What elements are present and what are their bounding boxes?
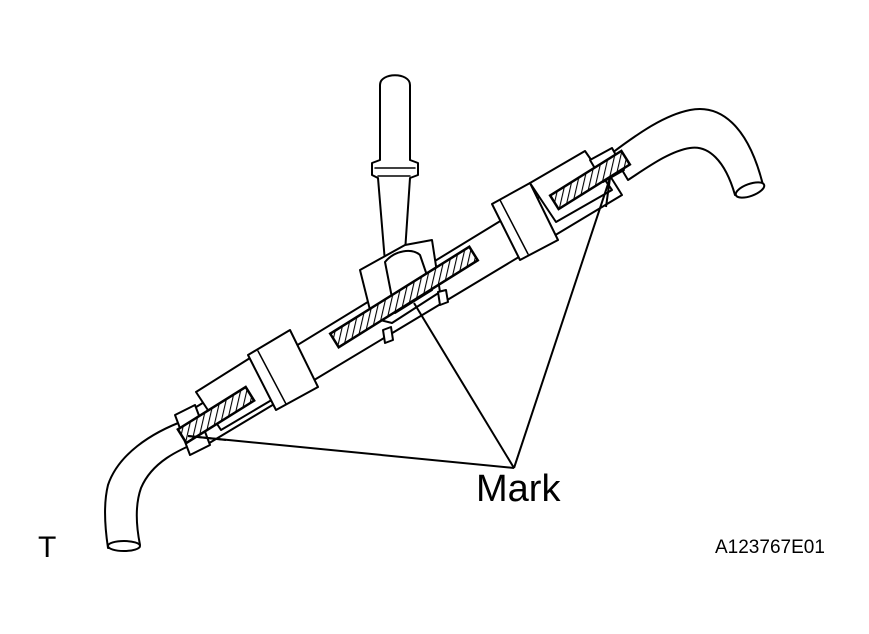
left-hose-opening	[107, 540, 141, 552]
leader-left-tip	[187, 435, 227, 441]
leader-right	[513, 177, 611, 469]
left-collar	[247, 329, 319, 411]
mark-center	[328, 245, 480, 349]
right-collar-edge	[499, 199, 529, 255]
t-joint-tab	[382, 326, 394, 344]
right-collar	[491, 182, 559, 261]
leader-left	[187, 435, 515, 469]
t-joint-tab	[437, 289, 449, 306]
mark-right	[548, 149, 632, 211]
mark-left	[176, 385, 256, 445]
leader-right-tip	[605, 177, 611, 208]
right-hose-end	[611, 108, 764, 196]
mark-label: Mark	[476, 468, 561, 510]
corner-label: T	[38, 531, 57, 564]
leader-center	[413, 302, 515, 469]
figure-code: A123767E01	[715, 537, 825, 558]
right-hose-opening	[734, 181, 766, 199]
left-collar-edge	[257, 350, 287, 405]
